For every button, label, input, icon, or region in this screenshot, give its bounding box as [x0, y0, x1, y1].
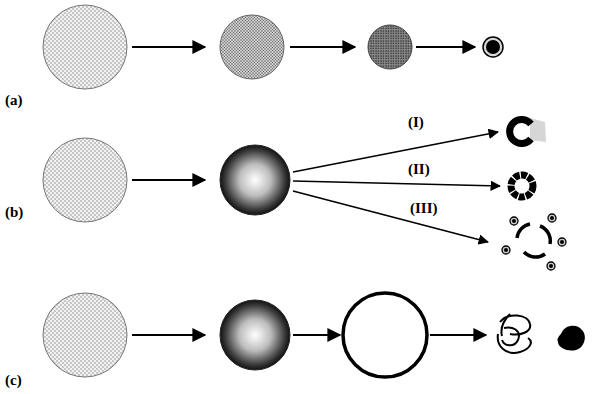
fragment	[540, 226, 550, 244]
small-particle	[547, 262, 555, 270]
small-particle	[504, 248, 508, 252]
row-a	[43, 5, 503, 89]
arrow	[430, 334, 486, 336]
small-particle	[550, 216, 554, 220]
particle	[483, 37, 503, 57]
arrow	[132, 334, 205, 336]
fragment	[524, 252, 545, 257]
small-particle	[558, 238, 566, 246]
droplet	[43, 293, 127, 377]
pathway-label: (III)	[410, 200, 438, 216]
droplet	[368, 25, 412, 69]
arrow	[132, 179, 205, 181]
panel-label: (c)	[5, 372, 22, 388]
row-c	[43, 293, 585, 377]
arrow	[290, 46, 355, 48]
shell-fold	[500, 315, 530, 334]
collapsed-shell	[498, 314, 531, 353]
pathway-label: (I)	[408, 114, 424, 130]
pathway-label: (II)	[408, 161, 430, 177]
hollow-shell	[511, 175, 533, 197]
hollow-sphere	[343, 293, 427, 377]
arrow	[293, 334, 340, 336]
fragments	[502, 214, 566, 270]
droplet	[43, 5, 127, 89]
small-particle	[502, 246, 510, 254]
shell-fold	[502, 328, 519, 346]
small-particle	[549, 264, 553, 268]
collapsed-particle	[557, 326, 584, 351]
small-particle	[510, 217, 518, 225]
small-particle	[512, 219, 516, 223]
arrow	[293, 191, 488, 242]
particle-core	[486, 40, 500, 54]
droplet	[43, 138, 127, 222]
arrow	[293, 181, 500, 186]
arrow	[416, 46, 475, 48]
shell-droplet	[220, 300, 290, 370]
arrow	[132, 46, 205, 48]
panel-label: (b)	[5, 204, 23, 220]
shell-fold	[501, 314, 510, 336]
droplet	[220, 15, 284, 79]
broken-shell	[510, 120, 531, 144]
small-particle	[560, 240, 564, 244]
row-b	[43, 118, 566, 270]
arrow	[293, 132, 498, 172]
shell-droplet	[220, 145, 290, 215]
fragment	[517, 224, 530, 238]
panel-label: (a)	[5, 92, 23, 108]
small-particle	[548, 214, 556, 222]
